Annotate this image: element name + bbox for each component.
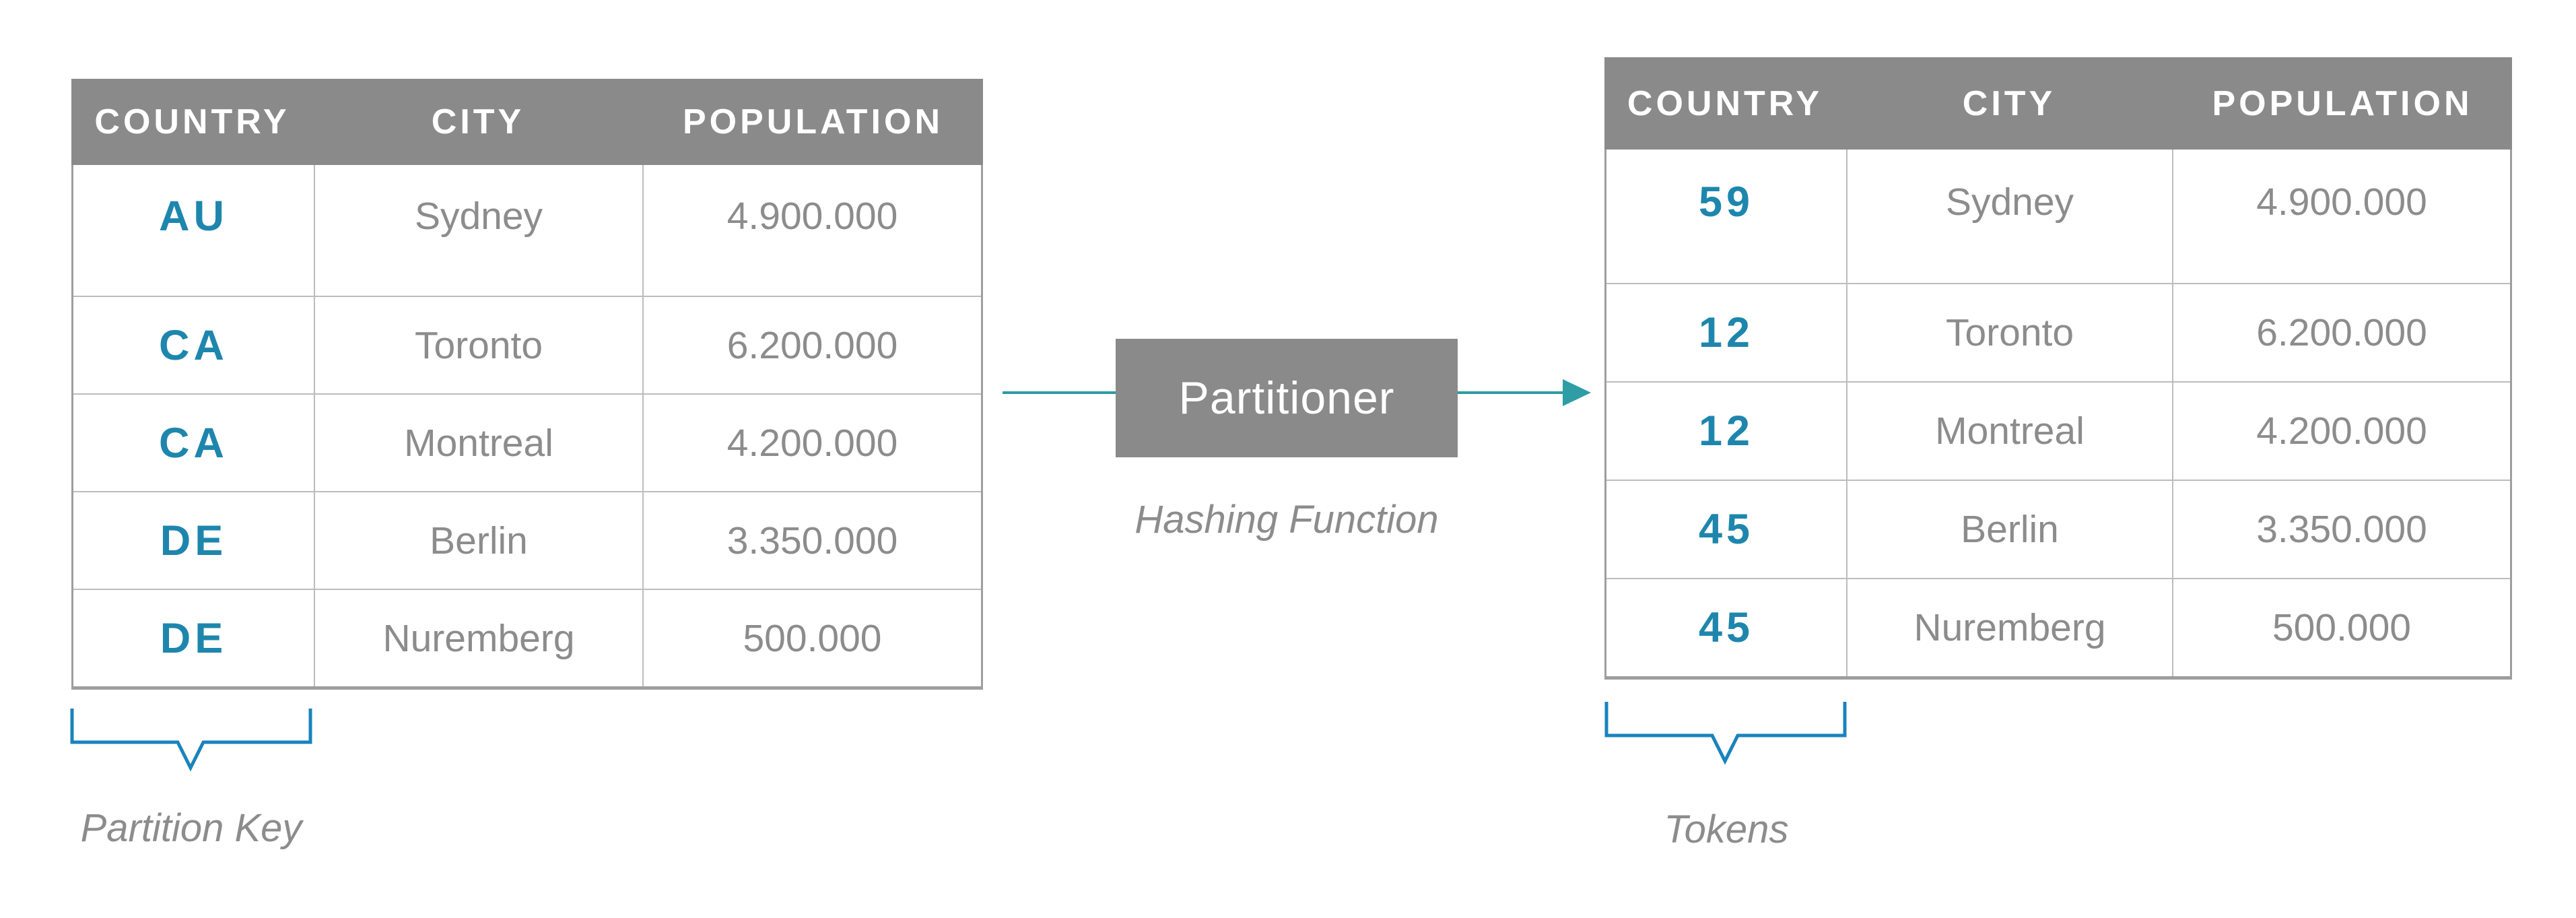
cell-token: 59	[1698, 178, 1755, 226]
partitioner-box: Partitioner	[1116, 339, 1458, 457]
cell-population: 4.200.000	[642, 393, 981, 491]
source-table-header: COUNTRY CITY POPULATION	[71, 79, 983, 165]
column-header-population: POPULATION	[682, 102, 944, 141]
source-table-body: AU Sydney 4.900.000 CA Toronto 6.200.000…	[71, 165, 983, 690]
cell-country: DE	[73, 491, 314, 589]
partition-key-brace	[70, 709, 312, 772]
hashing-function-caption: Hashing Function	[1134, 498, 1439, 542]
column-header-population: POPULATION	[2212, 84, 2473, 123]
cell-population: 3.350.000	[2172, 480, 2510, 578]
column-header-city: CITY	[1962, 84, 2056, 123]
cell-country: DE	[73, 589, 314, 686]
tokens-caption: Tokens	[1664, 808, 1789, 851]
cell-city: Sydney	[314, 165, 642, 296]
arrowhead-icon	[1563, 379, 1591, 406]
column-header-country: COUNTRY	[94, 102, 290, 141]
cell-country: CA	[73, 296, 314, 393]
cell-token: 45	[1606, 480, 1846, 578]
cell-city: Berlin	[1846, 480, 2172, 578]
cell-population: 4.200.000	[2172, 381, 2510, 480]
partitioner-label: Partitioner	[1178, 372, 1395, 424]
cell-city: Montreal	[314, 393, 642, 491]
cell-city: Nuremberg	[314, 589, 642, 686]
cell-city: Sydney	[1846, 150, 2172, 283]
partition-key-caption: Partition Key	[80, 806, 302, 850]
tokens-brace	[1604, 702, 1847, 765]
cell-country: CA	[73, 393, 314, 491]
column-header-country: COUNTRY	[1627, 84, 1823, 123]
cell-population: 500.000	[642, 589, 981, 686]
cell-city: Toronto	[314, 296, 642, 393]
cell-city: Montreal	[1846, 381, 2172, 480]
cell-population: 6.200.000	[642, 296, 981, 393]
cell-token: 45	[1606, 578, 1846, 676]
flow-arrow	[1003, 379, 1591, 406]
cell-token: 12	[1606, 381, 1846, 480]
cell-population: 6.200.000	[2172, 283, 2510, 381]
cell-population: 4.900.000	[2172, 150, 2510, 283]
cell-token: 12	[1606, 283, 1846, 381]
tokens-table-header: COUNTRY CITY POPULATION	[1604, 57, 2512, 150]
cell-population: 3.350.000	[642, 491, 981, 589]
cell-country: AU	[159, 193, 228, 240]
cell-city: Nuremberg	[1846, 578, 2172, 676]
cell-population: 500.000	[2172, 578, 2510, 676]
cell-city: Toronto	[1846, 283, 2172, 381]
column-header-city: CITY	[431, 102, 525, 141]
cell-city: Berlin	[314, 491, 642, 589]
tokens-table: COUNTRY CITY POPULATION 59 Sydney 4.900.…	[1604, 57, 2512, 680]
cell-population: 4.900.000	[642, 165, 981, 296]
tokens-table-body: 59 Sydney 4.900.000 12 Toronto 6.200.000…	[1604, 150, 2512, 680]
source-table: COUNTRY CITY POPULATION AU Sydney 4.900.…	[71, 79, 983, 690]
